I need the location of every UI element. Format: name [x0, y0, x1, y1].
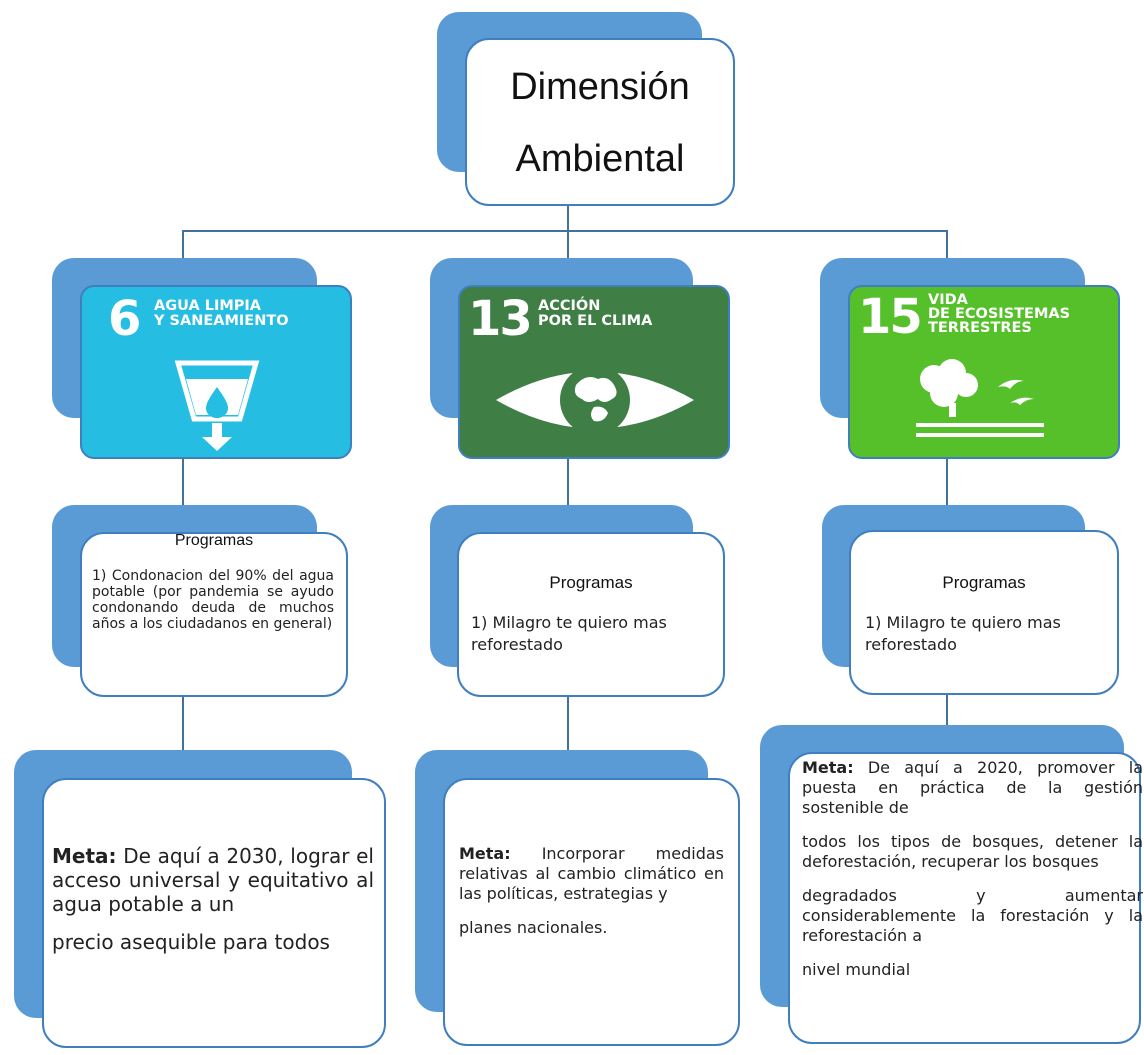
goal-left-p2: precio asequible para todos — [52, 930, 330, 954]
program-left-title: Programas — [174, 532, 254, 549]
connector-middle-sdg-program — [567, 455, 569, 505]
sdg13-tile: 13 ACCIÓN POR EL CLIMA — [458, 285, 730, 459]
sdg6-label-line2: Y SANEAMIENTO — [154, 313, 289, 329]
root-node: Dimensión Ambiental — [465, 38, 735, 206]
connector-root-down — [567, 205, 569, 232]
root-title-line1: Dimensión — [510, 66, 690, 108]
program-middle: Programas 1) Milagro te quiero mas refor… — [457, 532, 725, 697]
goal-right-p1: De aquí a 2020, promover la puesta en pr… — [802, 758, 1143, 817]
goal-left-label: Meta: — [52, 844, 117, 868]
tree-birds-icon — [916, 359, 1044, 437]
connector-right-program-goal — [946, 695, 948, 725]
sdg13-label-line1: ACCIÓN — [538, 298, 601, 314]
goal-middle: Meta: Incorporar medidas relativas al ca… — [443, 778, 740, 1046]
goal-right-text: Meta: De aquí a 2020, promover la puesta… — [802, 758, 1143, 980]
goal-right-p3: degradados y aumentar considerablemente … — [802, 886, 1143, 945]
connector-right-drop — [946, 230, 948, 260]
connector-left-drop — [182, 230, 184, 260]
sdg6-label-line1: AGUA LIMPIA — [154, 298, 262, 314]
program-right: Programas 1) Milagro te quiero mas refor… — [849, 530, 1119, 695]
sdg15-tile: 15 VIDA DE ECOSISTEMAS TERRESTRES — [848, 285, 1120, 459]
sdg15-label-line1: VIDA — [928, 292, 968, 308]
goal-left-text: Meta: De aquí a 2030, lograr el acceso u… — [52, 844, 374, 954]
program-middle-title: Programas — [549, 573, 633, 592]
goal-right-p2: todos los tipos de bosques, detener la d… — [802, 832, 1143, 871]
goal-left: Meta: De aquí a 2030, lograr el acceso u… — [42, 778, 386, 1048]
sdg15-number: 15 — [858, 289, 923, 345]
connector-left-program-goal — [182, 695, 184, 750]
program-left-text: 1) Condonacion del 90% del agua potable … — [92, 568, 334, 632]
goal-right-p4: nivel mundial — [802, 960, 911, 979]
sdg15-label-line3: TERRESTRES — [928, 320, 1032, 336]
program-right-text: 1) Milagro te quiero mas reforestado — [865, 613, 1061, 654]
goal-middle-p1: Incorporar medidas relativas al cambio c… — [459, 844, 724, 903]
sdg15-label-line2: DE ECOSISTEMAS — [928, 306, 1071, 322]
connector-middle-program-goal — [567, 695, 569, 750]
program-middle-text: 1) Milagro te quiero mas reforestado — [471, 613, 667, 654]
water-glass-icon — [174, 360, 260, 451]
sdg13-number: 13 — [468, 291, 533, 347]
sdg6-number: 6 — [108, 291, 141, 347]
goal-middle-label: Meta: — [459, 844, 511, 863]
connector-horizontal — [182, 230, 948, 232]
sdg13-label-line2: POR EL CLIMA — [538, 313, 653, 329]
sdg6-tile: 6 AGUA LIMPIA Y SANEAMIENTO — [80, 285, 352, 459]
connector-left-sdg-program — [182, 455, 184, 505]
eye-earth-icon — [496, 365, 694, 435]
connector-middle-drop — [567, 230, 569, 260]
goal-middle-p2: planes nacionales. — [459, 918, 608, 937]
root-title-line2: Ambiental — [515, 138, 685, 180]
goal-right-label: Meta: — [802, 758, 854, 777]
program-left: Programas 1) Condonacion del 90% del agu… — [80, 532, 348, 697]
goal-middle-text: Meta: Incorporar medidas relativas al ca… — [459, 844, 724, 938]
connector-right-sdg-program — [946, 455, 948, 505]
program-right-title: Programas — [942, 573, 1026, 592]
goal-left-p1: De aquí a 2030, lograr el acceso univers… — [52, 844, 374, 916]
goal-right: Meta: De aquí a 2020, promover la puesta… — [788, 752, 1143, 1044]
